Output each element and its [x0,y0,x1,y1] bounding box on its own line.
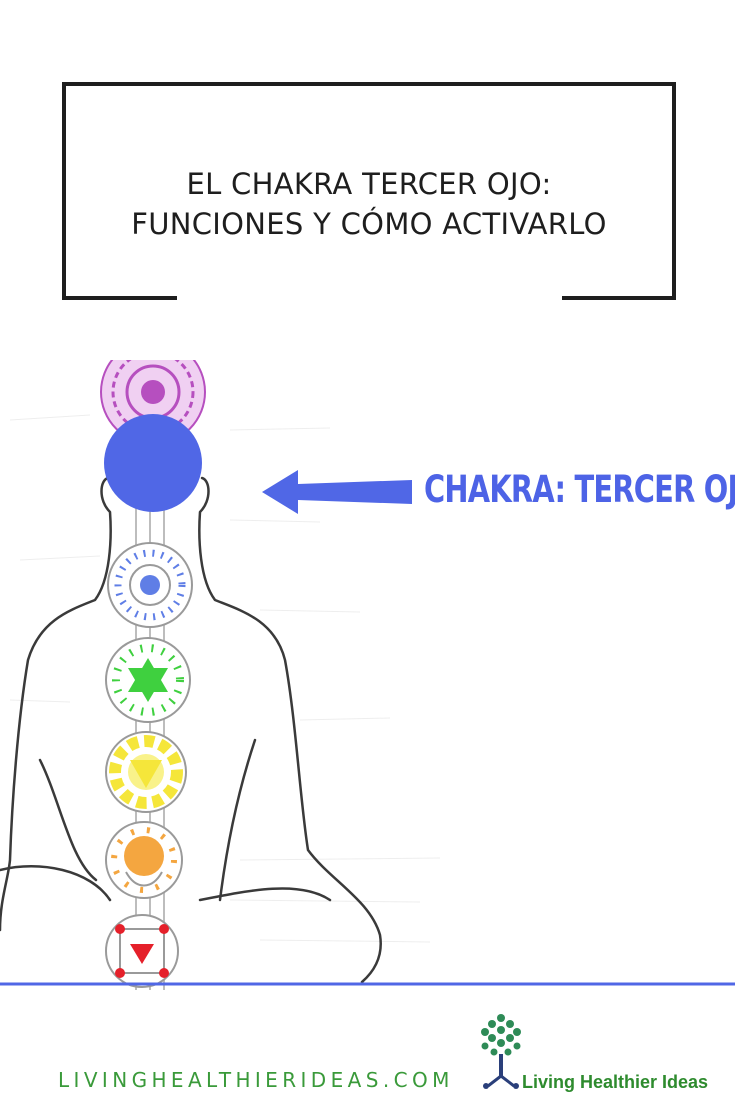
title-frame-border [62,82,676,300]
site-url: LIVINGHEALTHIERIDEAS.COM [58,1068,454,1092]
third-eye-chakra [104,414,202,512]
third-eye-callout-label: CHAKRA: TERCER OJO [424,468,735,511]
throat-chakra [107,542,193,628]
title-line-2: FUNCIONES Y CÓMO ACTIVARLO [131,207,607,241]
tree-logo-icon [481,1014,521,1089]
title-line-1: EL CHAKRA TERCER OJO: [186,167,552,201]
sacral-chakra [105,821,183,899]
body-outline [0,476,382,984]
meditation-figure-illustration [0,360,735,990]
title-frame: EL CHAKRA TERCER OJO: FUNCIONES Y CÓMO A… [62,82,676,300]
solar-plexus-chakra [105,731,187,813]
background-texture [9,414,441,943]
page-title: EL CHAKRA TERCER OJO: FUNCIONES Y CÓMO A… [62,164,676,244]
brand-name: Living Healthier Ideas [522,1072,709,1092]
heart-chakra [105,637,191,723]
arrow-left-icon [262,470,412,514]
root-chakra [105,914,179,988]
